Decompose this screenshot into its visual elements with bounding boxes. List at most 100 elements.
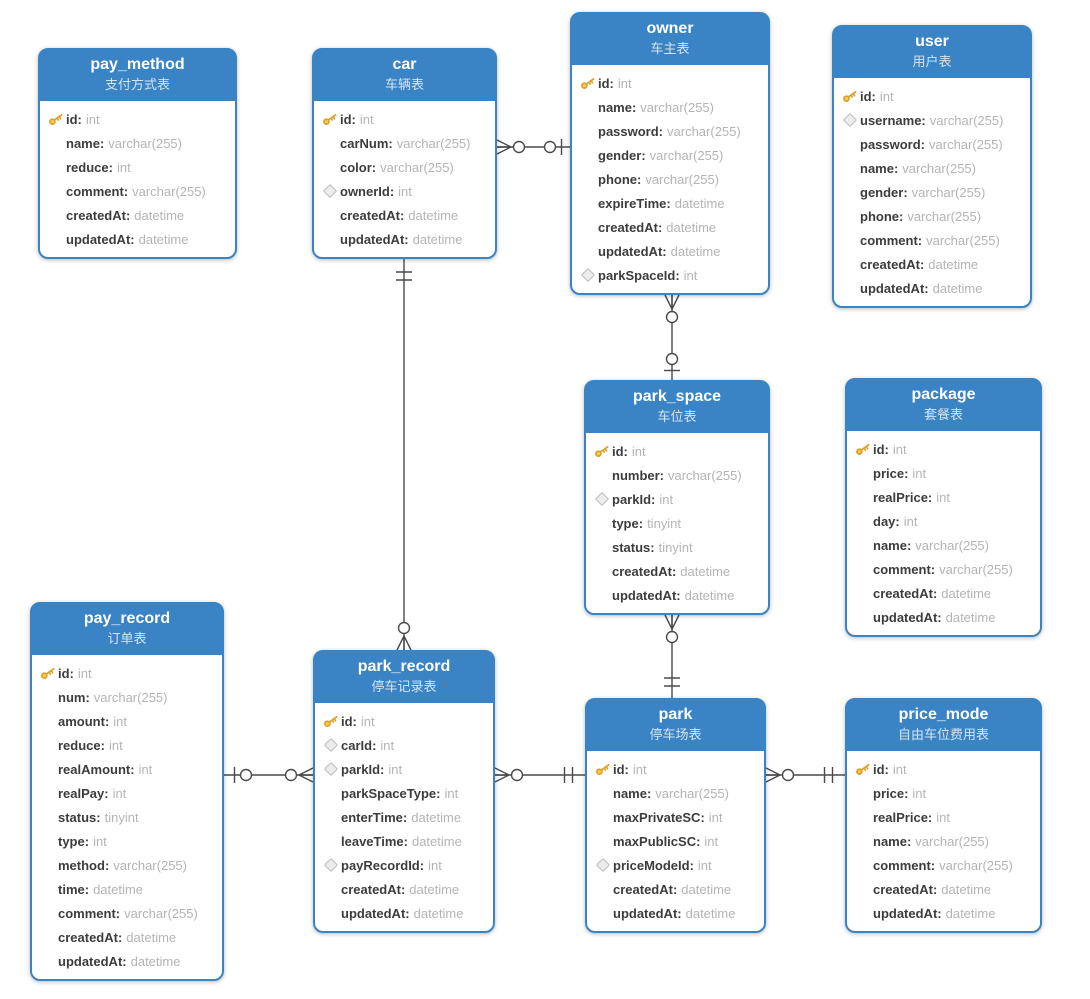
field-type: int	[388, 761, 403, 777]
field-row: name:varchar(255)	[847, 533, 1040, 557]
field-row: password:varchar(255)	[572, 119, 768, 143]
entity-subtitle: 停车场表	[649, 727, 702, 742]
field-name: priceModeId:	[613, 857, 694, 873]
entity-name: park_space	[632, 388, 722, 405]
field-row: phone:varchar(255)	[834, 204, 1030, 228]
primary-key-icon	[839, 88, 860, 104]
field-name: leaveTime:	[341, 833, 408, 849]
foreign-key-icon	[591, 491, 612, 507]
field-row: gender:varchar(255)	[572, 143, 768, 167]
field-type: varchar(255)	[124, 905, 198, 921]
field-row: price:int	[847, 461, 1040, 485]
field-type: int	[112, 785, 127, 801]
field-row: id:int	[32, 661, 222, 685]
field-type: datetime	[685, 905, 736, 921]
field-row: parkSpaceId:int	[572, 263, 768, 287]
field-name: type:	[58, 833, 90, 849]
field-type: int	[697, 857, 712, 873]
field-type: int	[85, 111, 100, 127]
field-name: id:	[66, 111, 82, 127]
field-name: createdAt:	[612, 563, 677, 579]
field-row: status:tinyint	[32, 805, 222, 829]
field-row: id:int	[847, 437, 1040, 461]
field-row: expireTime:datetime	[572, 191, 768, 215]
field-type: varchar(255)	[939, 857, 1013, 873]
field-name: type:	[612, 515, 644, 531]
field-type: tinyint	[658, 539, 693, 555]
field-row: updatedAt:datetime	[572, 239, 768, 263]
field-type: varchar(255)	[113, 857, 187, 873]
field-row: id:int	[314, 107, 495, 131]
field-name: updatedAt:	[340, 231, 409, 247]
field-name: id:	[612, 443, 628, 459]
field-row: comment:varchar(255)	[847, 853, 1040, 877]
field-row: carNum:varchar(255)	[314, 131, 495, 155]
entity-name: user	[915, 33, 949, 50]
field-type: int	[617, 75, 632, 91]
field-type: datetime	[945, 905, 996, 921]
field-name: createdAt:	[58, 929, 123, 945]
field-name: name:	[873, 537, 912, 553]
field-row: payRecordId:int	[315, 853, 493, 877]
field-name: updatedAt:	[873, 609, 942, 625]
field-row: id:int	[834, 84, 1030, 108]
field-type: int	[398, 183, 412, 199]
field-name: createdAt:	[340, 207, 405, 223]
field-type: datetime	[411, 809, 462, 825]
field-name: comment:	[873, 857, 936, 873]
field-type: int	[704, 833, 719, 849]
field-row: name:varchar(255)	[847, 829, 1040, 853]
field-type: varchar(255)	[929, 112, 1004, 128]
field-name: realPay:	[58, 785, 109, 801]
field-row: gender:varchar(255)	[834, 180, 1030, 204]
field-type: datetime	[409, 881, 460, 897]
foreign-key-icon	[839, 112, 860, 128]
field-type: datetime	[680, 563, 731, 579]
field-type: datetime	[941, 585, 992, 601]
field-row: comment:varchar(255)	[834, 228, 1030, 252]
field-type: int	[631, 443, 646, 459]
field-name: realAmount:	[58, 761, 135, 777]
field-row: realPrice:int	[847, 485, 1040, 509]
primary-key-icon	[320, 713, 341, 729]
field-name: updatedAt:	[598, 243, 667, 259]
primary-key-icon	[852, 761, 873, 777]
field-row: realPay:int	[32, 781, 222, 805]
field-type: int	[116, 159, 131, 175]
field-row: createdAt:datetime	[586, 559, 768, 583]
field-type: datetime	[941, 881, 992, 897]
entity-name: pay_record	[83, 610, 171, 627]
field-type: int	[138, 761, 153, 777]
rel-park_space-park	[664, 614, 680, 698]
field-type: int	[708, 809, 723, 825]
field-type: int	[77, 665, 92, 681]
foreign-key-icon	[592, 857, 613, 873]
rel-pay_record-park_record	[224, 767, 314, 783]
field-type: varchar(255)	[668, 467, 742, 483]
field-name: carId:	[341, 737, 377, 753]
field-row: parkSpaceType:int	[315, 781, 493, 805]
field-type: varchar(255)	[929, 136, 1003, 152]
field-name: amount:	[58, 713, 110, 729]
field-row: time:datetime	[32, 877, 222, 901]
